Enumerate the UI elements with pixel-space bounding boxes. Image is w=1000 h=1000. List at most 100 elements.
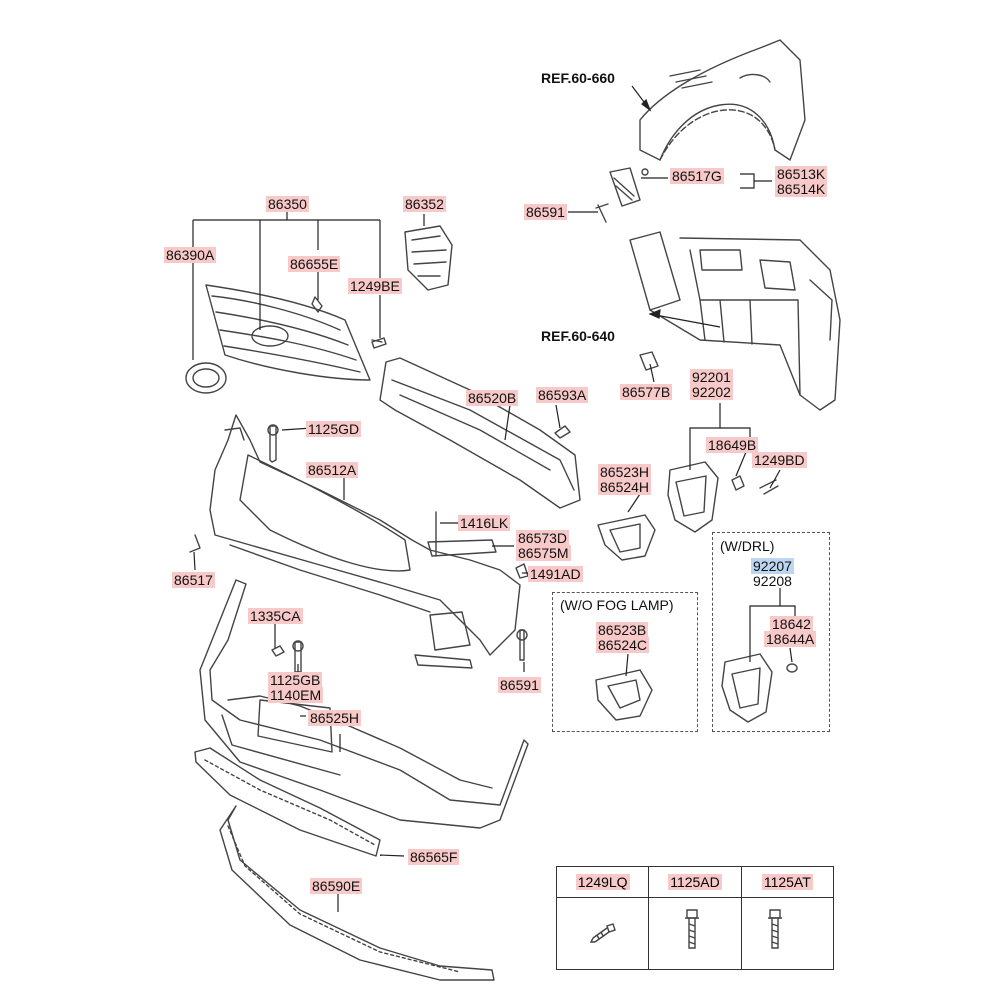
part-86514K[interactable]: 86514K <box>775 181 828 197</box>
part-92201-text: 92201 <box>690 369 733 385</box>
energy-absorber-drawing <box>379 357 581 509</box>
fastener-col-1125AT[interactable]: 1125AT <box>741 867 833 969</box>
part-86517G-text: 86517G <box>670 168 724 184</box>
part-86512A[interactable]: 86512A <box>306 462 359 478</box>
part-18644A-text: 18644A <box>764 631 817 647</box>
part-86517-text: 86517 <box>172 572 215 588</box>
part-92202-text: 92202 <box>690 384 733 400</box>
fastener-1249LQ-label: 1249LQ <box>575 874 630 890</box>
part-1491AD-text: 1491AD <box>528 566 583 582</box>
part-86523B[interactable]: 86523B <box>596 622 649 638</box>
part-1335CA[interactable]: 1335CA <box>248 608 303 624</box>
bolt-icon <box>767 909 782 949</box>
part-1125GB[interactable]: 1125GB <box>268 672 323 688</box>
part-86655E[interactable]: 86655E <box>288 256 341 272</box>
part-86575M[interactable]: 86575M <box>516 545 571 561</box>
leader-lines <box>192 85 796 912</box>
fastener-col-1249LQ[interactable]: 1249LQ <box>557 867 650 969</box>
wo-fog-lamp-box <box>552 592 698 732</box>
part-18649B-text: 18649B <box>706 437 759 453</box>
part-86523H-text: 86523H <box>598 464 652 480</box>
wo-fog-lamp-box-title: (W/O FOG LAMP) <box>560 597 674 613</box>
part-86591-mid[interactable]: 86591 <box>498 677 541 693</box>
part-86575M-text: 86575M <box>516 545 571 561</box>
part-86520B[interactable]: 86520B <box>466 390 519 406</box>
part-86523B-text: 86523B <box>596 622 649 638</box>
part-18642[interactable]: 18642 <box>770 616 813 632</box>
fastener-table: 1249LQ 1125AD <box>556 866 834 970</box>
carrier-drawing <box>629 231 841 411</box>
part-86590E-text: 86590E <box>310 878 363 894</box>
part-86591-mid-text: 86591 <box>498 677 541 693</box>
part-86655E-text: 86655E <box>288 256 341 272</box>
fasteners-drawing <box>267 337 529 673</box>
part-86514K-text: 86514K <box>775 181 828 197</box>
part-92208-text: 92208 <box>753 573 792 589</box>
part-92207-text: 92207 <box>751 558 794 574</box>
part-86352-text: 86352 <box>403 196 446 212</box>
w-drl-box-title: (W/DRL) <box>720 538 775 554</box>
part-1416LK[interactable]: 1416LK <box>458 515 511 531</box>
part-86565F[interactable]: 86565F <box>408 849 460 865</box>
part-86390A-text: 86390A <box>164 247 217 263</box>
part-1125GD[interactable]: 1125GD <box>306 421 362 437</box>
fastener-1125AT-label: 1125AT <box>761 874 813 890</box>
part-1491AD[interactable]: 1491AD <box>528 566 583 582</box>
screw-icon <box>589 923 616 943</box>
part-18649B[interactable]: 18649B <box>706 437 759 453</box>
emblem-bracket-drawing <box>404 225 453 291</box>
part-86577B[interactable]: 86577B <box>620 384 673 400</box>
part-86512A-text: 86512A <box>306 462 359 478</box>
part-86573D-text: 86573D <box>516 530 570 546</box>
part-86517G[interactable]: 86517G <box>670 168 724 184</box>
part-92208[interactable]: 92208 <box>751 573 794 589</box>
part-92202[interactable]: 92202 <box>690 384 733 400</box>
skid-plate-drawing <box>194 747 381 857</box>
part-1249BE[interactable]: 1249BE <box>348 278 402 294</box>
part-86517[interactable]: 86517 <box>172 572 215 588</box>
grille-drawing <box>185 284 383 394</box>
w-drl-box <box>712 532 830 732</box>
part-86352[interactable]: 86352 <box>403 196 446 212</box>
part-86525H-text: 86525H <box>308 710 362 726</box>
part-86591-top[interactable]: 86591 <box>524 204 567 220</box>
part-18642-text: 18642 <box>770 616 813 632</box>
part-1140EM[interactable]: 1140EM <box>268 687 324 703</box>
fastener-col-1125AD[interactable]: 1125AD <box>649 867 742 969</box>
part-86520B-text: 86520B <box>466 390 519 406</box>
part-86524C[interactable]: 86524C <box>596 637 650 653</box>
part-92201[interactable]: 92201 <box>690 369 733 385</box>
front-lamp-drawing <box>667 461 798 723</box>
bumper-cover-drawing <box>189 414 521 669</box>
part-1125GD-text: 1125GD <box>306 421 362 437</box>
part-1249BD[interactable]: 1249BD <box>752 452 807 468</box>
part-86523H[interactable]: 86523H <box>598 464 652 480</box>
part-86524H-text: 86524H <box>598 479 652 495</box>
lower-lip-drawing <box>219 805 495 981</box>
fender-drawing <box>595 39 806 223</box>
part-1125GB-text: 1125GB <box>268 672 323 688</box>
part-92207[interactable]: 92207 <box>751 558 794 574</box>
part-1335CA-text: 1335CA <box>248 608 303 624</box>
part-86593A-text: 86593A <box>536 387 589 403</box>
part-86573D[interactable]: 86573D <box>516 530 570 546</box>
part-86577B-text: 86577B <box>620 384 673 400</box>
part-86390A[interactable]: 86390A <box>164 247 217 263</box>
ref-label-carrier[interactable]: REF.60-640 <box>541 328 615 344</box>
part-18644A[interactable]: 18644A <box>764 631 817 647</box>
part-86513K[interactable]: 86513K <box>775 166 828 182</box>
part-86591-top-text: 86591 <box>524 204 567 220</box>
part-86350-text: 86350 <box>266 196 309 212</box>
part-86524H[interactable]: 86524H <box>598 479 652 495</box>
ref-label-fender[interactable]: REF.60-660 <box>541 70 615 86</box>
part-1140EM-text: 1140EM <box>268 687 324 703</box>
bolt-icon <box>685 909 700 949</box>
part-86590E[interactable]: 86590E <box>310 878 363 894</box>
part-1249BE-text: 1249BE <box>348 278 402 294</box>
part-86350[interactable]: 86350 <box>266 196 309 212</box>
part-1416LK-text: 1416LK <box>458 515 511 531</box>
fog-lamp-cover-drawing <box>595 514 656 721</box>
part-86593A[interactable]: 86593A <box>536 387 589 403</box>
part-86525H[interactable]: 86525H <box>308 710 362 726</box>
